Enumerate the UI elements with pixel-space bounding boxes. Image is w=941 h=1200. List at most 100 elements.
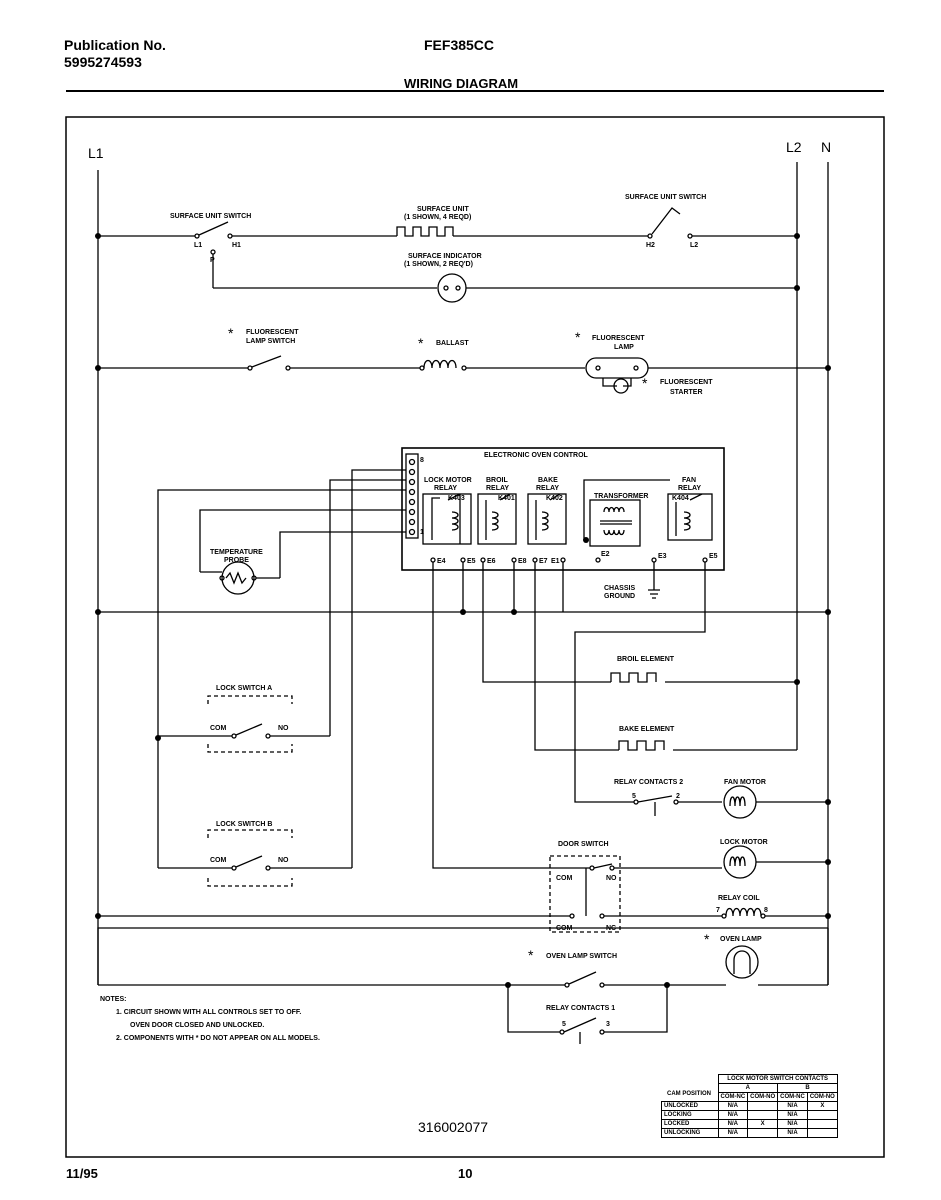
fluorescent-starter <box>613 378 629 394</box>
line-l2-label: L2 <box>786 139 802 155</box>
fluorescent-switch-blade <box>251 355 282 368</box>
svg-text:E1: E1 <box>551 558 560 565</box>
footer-page: 10 <box>458 1166 473 1181</box>
lock-motor-switch-contacts-table: LOCK MOTOR SWITCH CONTACTS A B COM-NC CO… <box>661 1074 838 1138</box>
ballast-label: BALLAST <box>436 340 469 347</box>
broil-element-label: BROIL ELEMENT <box>617 656 675 663</box>
svg-text:BROIL: BROIL <box>486 477 509 484</box>
table-row: LOCKED N/A X N/A <box>661 1119 838 1129</box>
transformer-label: TRANSFORMER <box>594 493 648 500</box>
chassis-ground-label: CHASSIS <box>604 585 635 592</box>
temperature-probe <box>221 561 255 595</box>
lock-switch-b-box <box>207 829 293 887</box>
svg-text:E2: E2 <box>601 551 610 558</box>
temperature-probe-label: TEMPERATURE <box>210 549 263 556</box>
svg-text:(1 SHOWN, 4 REQD): (1 SHOWN, 4 REQD) <box>404 214 471 221</box>
table-title: LOCK MOTOR SWITCH CONTACTS <box>717 1074 838 1084</box>
door-switch-box <box>549 855 621 933</box>
svg-text:NO: NO <box>278 725 289 732</box>
ballast-coil <box>423 359 457 369</box>
relay-contacts-2-label: RELAY CONTACTS 2 <box>614 779 683 786</box>
svg-text:K404: K404 <box>672 495 689 502</box>
svg-text:2: 2 <box>676 793 680 800</box>
surface-switch-right-blade <box>651 207 681 235</box>
svg-text:RELAY: RELAY <box>486 485 509 492</box>
svg-text:K402: K402 <box>546 495 563 502</box>
svg-text:E5: E5 <box>709 553 718 560</box>
svg-text:RELAY: RELAY <box>434 485 457 492</box>
svg-text:8: 8 <box>420 457 424 464</box>
svg-text:FLUORESCENT: FLUORESCENT <box>246 329 299 336</box>
table-row: UNLOCKED N/A N/A X <box>661 1101 838 1111</box>
line-n-label: N <box>821 139 831 155</box>
lock-motor-label: LOCK MOTOR <box>720 839 768 846</box>
svg-text:COM: COM <box>556 925 573 932</box>
svg-text:LAMP SWITCH: LAMP SWITCH <box>246 338 295 345</box>
electronic-oven-control-label: ELECTRONIC OVEN CONTROL <box>484 452 589 459</box>
svg-text:L1: L1 <box>194 242 202 249</box>
junction-dots <box>95 233 831 988</box>
model-number: FEF385CC <box>424 37 495 53</box>
table-group-b: B <box>777 1083 838 1093</box>
lock-switch-a-label: LOCK SWITCH A <box>216 685 272 692</box>
svg-text:7: 7 <box>716 907 720 914</box>
svg-text:RELAY: RELAY <box>536 485 559 492</box>
note-1b: OVEN DOOR CLOSED AND UNLOCKED. <box>130 1022 265 1029</box>
table-col-header: COM-NO <box>806 1092 838 1102</box>
fan-motor-label: FAN MOTOR <box>724 779 766 786</box>
header-rule <box>66 90 884 92</box>
lock-switch-b-blade <box>235 855 263 868</box>
connector-block <box>405 453 419 539</box>
svg-text:E5: E5 <box>467 558 476 565</box>
notes: NOTES: 1. CIRCUIT SHOWN WITH ALL CONTROL… <box>100 993 320 1045</box>
fluorescent-starter-asterisk: * <box>642 375 648 391</box>
svg-text:NO: NO <box>606 875 617 882</box>
svg-text:K403: K403 <box>448 495 465 502</box>
broil-relay <box>477 493 517 545</box>
notes-heading: NOTES: <box>100 996 127 1003</box>
door-switch-blade <box>593 863 613 869</box>
svg-text:5: 5 <box>632 793 636 800</box>
transformer <box>589 499 641 547</box>
svg-text:FAN: FAN <box>682 477 696 484</box>
relay-coil-label: RELAY COIL <box>718 895 760 902</box>
svg-text:P: P <box>210 257 215 264</box>
lock-motor-relay <box>422 493 472 545</box>
svg-text:PROBE: PROBE <box>224 557 249 564</box>
publication-number: 5995274593 <box>64 54 142 70</box>
relay-coil <box>725 907 762 917</box>
surface-indicator-label: SURFACE INDICATOR <box>408 253 482 260</box>
lock-switch-a-blade <box>235 723 263 736</box>
svg-text:STARTER: STARTER <box>670 389 703 396</box>
surface-unit-switch-right-label: SURFACE UNIT SWITCH <box>625 194 706 201</box>
svg-text:K401: K401 <box>498 495 515 502</box>
fluorescent-lamp-tube <box>585 357 649 379</box>
svg-text:NO: NO <box>278 857 289 864</box>
bake-element-label: BAKE ELEMENT <box>619 726 675 733</box>
line-l1-label: L1 <box>88 145 104 161</box>
svg-text:3: 3 <box>606 1021 610 1028</box>
fluorescent-switch-asterisk: * <box>228 325 234 341</box>
chassis-ground <box>648 562 660 599</box>
lock-switch-b-label: LOCK SWITCH B <box>216 821 272 828</box>
table-col-header: COM-NC <box>777 1092 808 1102</box>
relay-contacts-2-blade <box>637 795 673 803</box>
svg-text:GROUND: GROUND <box>604 593 635 600</box>
bake-element-resistor <box>618 740 665 751</box>
broil-element-resistor <box>610 672 657 683</box>
surface-unit-label: SURFACE UNIT <box>417 206 469 213</box>
svg-text:H2: H2 <box>646 242 655 249</box>
table-group-a: A <box>717 1083 779 1093</box>
lock-switch-a-box <box>207 695 293 753</box>
svg-text:E4: E4 <box>437 558 446 565</box>
svg-text:RELAY: RELAY <box>678 485 701 492</box>
table-col-header: COM-NO <box>747 1092 779 1102</box>
svg-text:FLUORESCENT: FLUORESCENT <box>592 335 645 342</box>
bake-relay <box>527 493 567 545</box>
oven-lamp-switch-asterisk: * <box>528 947 534 963</box>
publication-label: Publication No. <box>64 37 166 53</box>
svg-text:NC: NC <box>606 925 616 932</box>
relay-contacts-1-label: RELAY CONTACTS 1 <box>546 1005 615 1012</box>
ballast-asterisk: * <box>418 335 424 351</box>
surface-unit-switch-label: SURFACE UNIT SWITCH <box>170 213 251 220</box>
